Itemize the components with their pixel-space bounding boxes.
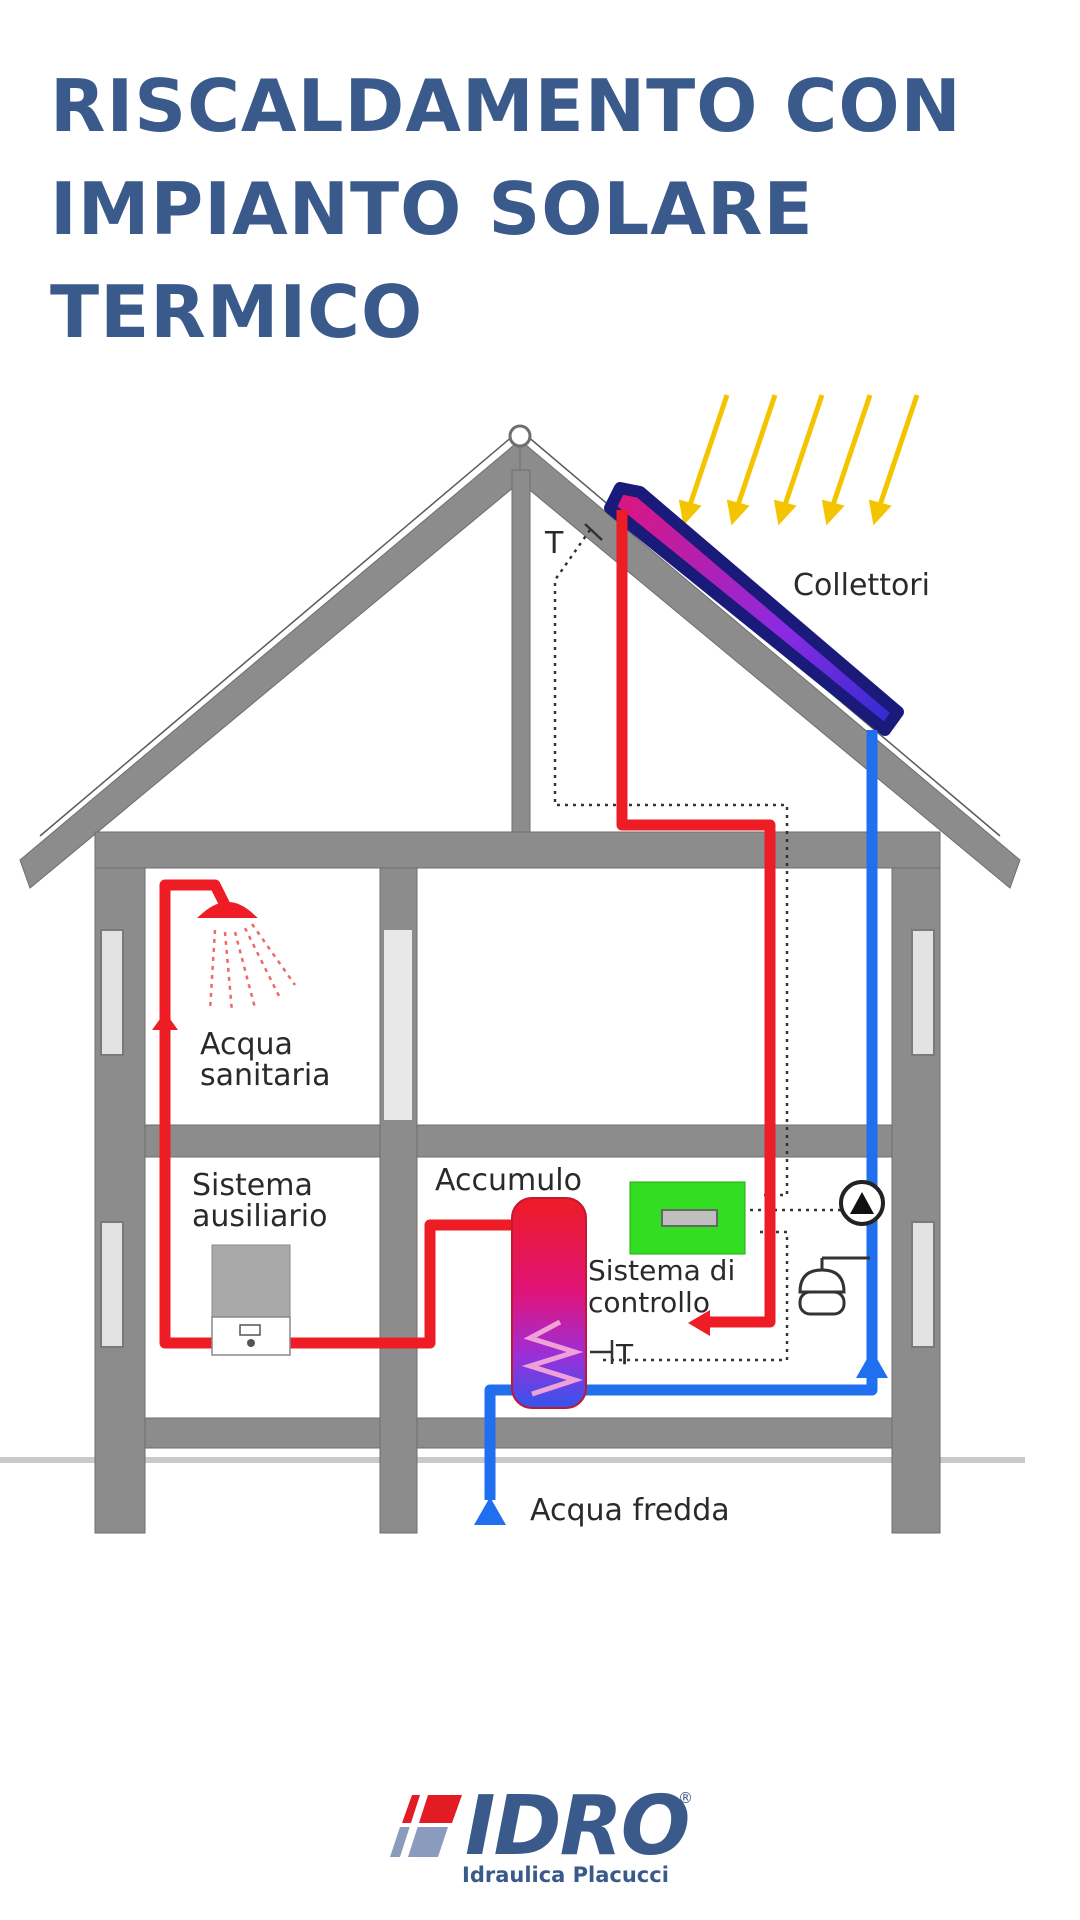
hot-pipes xyxy=(159,510,776,1349)
logo-mark-icon xyxy=(390,1795,462,1857)
cold-water-label: Acqua fredda xyxy=(530,1493,730,1528)
roof-left xyxy=(19,438,521,889)
aux-boiler xyxy=(211,1244,291,1318)
cold-up-arrow xyxy=(856,1350,888,1378)
aux-boiler-display xyxy=(239,1324,261,1336)
shower-spray xyxy=(208,923,297,1013)
sensor-label-top: T xyxy=(544,526,564,561)
aux-boiler-panel xyxy=(211,1316,291,1356)
shower-head xyxy=(196,902,258,918)
title-line-2: IMPIANTO SOLARE xyxy=(50,167,814,251)
cold-inlet-arrow xyxy=(474,1497,506,1525)
roof-right xyxy=(519,438,1021,889)
sensor-mark-top xyxy=(584,523,603,541)
logo-subtitle: Idraulica Placucci xyxy=(462,1863,669,1887)
sun-rays xyxy=(678,394,920,526)
hot-return-arrow xyxy=(688,1310,710,1336)
ground-slab xyxy=(121,1417,918,1449)
title-line-1: RISCALDAMENTO CON xyxy=(50,64,962,148)
middle-slab xyxy=(121,1124,918,1158)
control-unit-display xyxy=(661,1209,718,1227)
pump-arrow xyxy=(850,1192,874,1214)
attic-slab xyxy=(94,831,941,869)
title-line-3: TERMICO xyxy=(50,270,424,354)
expansion-vessel xyxy=(798,1256,870,1316)
roof-post xyxy=(511,469,531,841)
control-system-label-1: Sistema di xyxy=(588,1254,735,1287)
tank-to-boiler-pipe xyxy=(159,1020,520,1349)
control-system-label-2: controllo xyxy=(588,1286,710,1319)
cold-inlet-pipe xyxy=(484,1384,520,1500)
logo-registered-mark: ® xyxy=(678,1789,693,1807)
sanitary-water-label-2: sanitaria xyxy=(200,1058,331,1093)
hot-up-arrow xyxy=(152,1012,178,1030)
tank-coil xyxy=(521,1319,584,1397)
boiler-to-shower-pipe xyxy=(159,879,230,1020)
collector-to-tank-pipe xyxy=(616,510,776,1328)
aux-boiler-knob xyxy=(247,1339,255,1347)
idro-logo: IDRO ® Idraulica Placucci xyxy=(390,1779,693,1887)
solar-heating-diagram: T Collettori Acqua sanitaria Sistema aus… xyxy=(0,394,1025,1534)
sensor-label-tank: T xyxy=(615,1338,634,1371)
control-unit xyxy=(629,1181,746,1255)
windows xyxy=(100,929,935,1348)
collector-return-pipe xyxy=(560,730,878,1396)
sanitary-water-label-1: Acqua xyxy=(200,1027,293,1062)
storage-label: Accumulo xyxy=(435,1163,582,1198)
storage-tank xyxy=(511,1197,587,1409)
collectors-label: Collettori xyxy=(793,568,930,603)
aux-system-label-1: Sistema xyxy=(192,1168,313,1203)
cold-pipes xyxy=(484,730,878,1500)
solar-collector xyxy=(604,482,904,736)
roof-ridge xyxy=(508,424,532,448)
logo-wordmark: IDRO xyxy=(465,1779,690,1874)
page-title: RISCALDAMENTO CON IMPIANTO SOLARE TERMIC… xyxy=(50,55,1050,364)
aux-system-label-2: ausiliario xyxy=(192,1199,327,1234)
house-structure xyxy=(19,438,1021,1534)
